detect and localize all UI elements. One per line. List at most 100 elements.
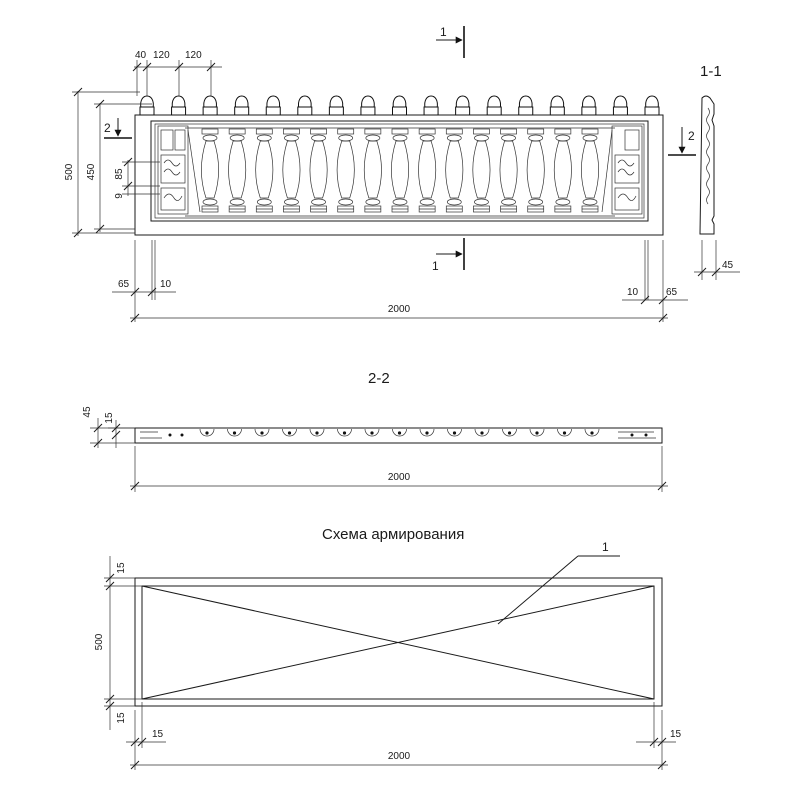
section-hole: [282, 428, 297, 437]
rebar-diagonal-2: [141, 585, 655, 700]
dim-120-a: 120: [153, 50, 170, 61]
reinf-dim-500: 500: [94, 633, 105, 650]
section-1-1: 1-1 45: [694, 63, 740, 280]
dim-450-vertical: 450: [86, 163, 97, 180]
finial: [486, 95, 502, 116]
section-2-2-slab: [134, 427, 663, 444]
finial: [139, 95, 155, 116]
finial: [202, 95, 218, 116]
balusters: [201, 128, 599, 213]
finial: [581, 95, 597, 116]
section-2-2: 2-2 45 15 2000: [82, 370, 668, 492]
panel-inner-frame: [150, 120, 649, 222]
baluster: [282, 128, 301, 213]
cut-mark-2-right: 2: [668, 127, 696, 156]
section-hole: [557, 428, 572, 437]
finial: [360, 95, 376, 116]
baluster: [418, 128, 436, 213]
reinf-dim-2000: 2000: [388, 751, 411, 762]
reinf-dim-15-right: 15: [670, 729, 682, 740]
leader-line: [497, 555, 579, 625]
section-2-2-dim-15: 15: [104, 412, 115, 424]
section-hole: [227, 428, 242, 437]
section-hole: [474, 428, 490, 437]
baluster: [554, 128, 572, 213]
dim-120-b: 120: [185, 50, 202, 61]
finials: [139, 95, 660, 116]
finial: [612, 95, 628, 116]
section-1-1-title: 1-1: [700, 63, 722, 80]
panel-outline: [134, 114, 664, 236]
dim-10-left: 10: [160, 279, 172, 290]
reinforcement-inner: [141, 585, 655, 700]
section-hole: [364, 428, 380, 437]
left-vertical-dimensions: 500 450 85 9: [64, 87, 160, 238]
top-dimension-chain: 40 120 120: [132, 50, 222, 96]
dim-65-right: 65: [666, 287, 678, 298]
baluster: [581, 128, 599, 213]
section-hole: [309, 428, 325, 437]
dim-500-vertical: 500: [64, 163, 75, 180]
finial: [297, 95, 313, 116]
dim-10-right: 10: [627, 287, 639, 298]
dim-2000-front: 2000: [388, 304, 411, 315]
section-hole: [419, 428, 435, 437]
reinforcement-scheme: Схема армирования 1 15 500 15 15: [94, 526, 682, 770]
cut-mark-1-top: 1: [436, 25, 465, 58]
finial: [328, 95, 344, 116]
bottom-right-dimensions: 10 65: [622, 240, 688, 322]
cut-2-label-left: 2: [104, 121, 111, 135]
section-1-1-dim-45: 45: [722, 260, 734, 271]
finial: [423, 95, 439, 116]
panel-inner-frame-2: [154, 123, 645, 219]
finial: [265, 95, 281, 116]
dim-65-left: 65: [118, 279, 130, 290]
reinf-dim-15-left: 15: [152, 729, 164, 740]
baluster: [445, 128, 464, 213]
front-overall-width: 2000: [130, 304, 668, 323]
cut-2-label-right: 2: [688, 129, 695, 143]
finial: [644, 95, 660, 116]
finial: [455, 95, 471, 116]
baluster: [255, 128, 274, 213]
reinforcement-outer: [134, 577, 663, 707]
reinf-dim-15-bottom: 15: [116, 712, 127, 724]
section-2-2-dim-45: 45: [82, 406, 93, 418]
cut-mark-1-bottom: 1: [432, 238, 465, 273]
dim-40: 40: [135, 50, 147, 61]
baluster: [364, 128, 382, 213]
finial: [392, 95, 407, 116]
section-hole: [447, 428, 462, 437]
section-hole: [584, 428, 600, 437]
baluster: [472, 128, 491, 213]
cut-1-label-top: 1: [440, 25, 447, 39]
baluster: [526, 128, 545, 213]
front-view: 40 120 120 500 450 85 9: [64, 25, 696, 323]
section-hole: [337, 428, 352, 437]
section-2-2-title: 2-2: [368, 370, 390, 387]
baluster: [309, 128, 328, 213]
baluster: [391, 128, 409, 213]
baluster: [201, 128, 219, 213]
baluster: [336, 128, 355, 213]
section-hole: [254, 428, 270, 437]
section-hole: [529, 428, 545, 437]
finial: [549, 95, 565, 116]
finial: [518, 95, 534, 116]
section-1-1-profile: [699, 95, 715, 235]
cut-mark-2-left: 2: [104, 118, 132, 139]
left-ornament-panel: [157, 125, 201, 215]
reinforcement-title: Схема армирования: [322, 526, 464, 543]
baluster: [499, 128, 518, 213]
leader-label-1: 1: [602, 540, 609, 554]
cut-1-label-bottom: 1: [432, 259, 439, 273]
section-hole: [392, 428, 407, 437]
baluster: [228, 128, 246, 213]
dim-85: 85: [114, 168, 125, 180]
section-hole: [199, 428, 215, 437]
right-ornament-panel: [601, 125, 643, 215]
section-hole: [502, 428, 517, 437]
dim-9: 9: [114, 193, 125, 199]
finial: [171, 95, 187, 116]
